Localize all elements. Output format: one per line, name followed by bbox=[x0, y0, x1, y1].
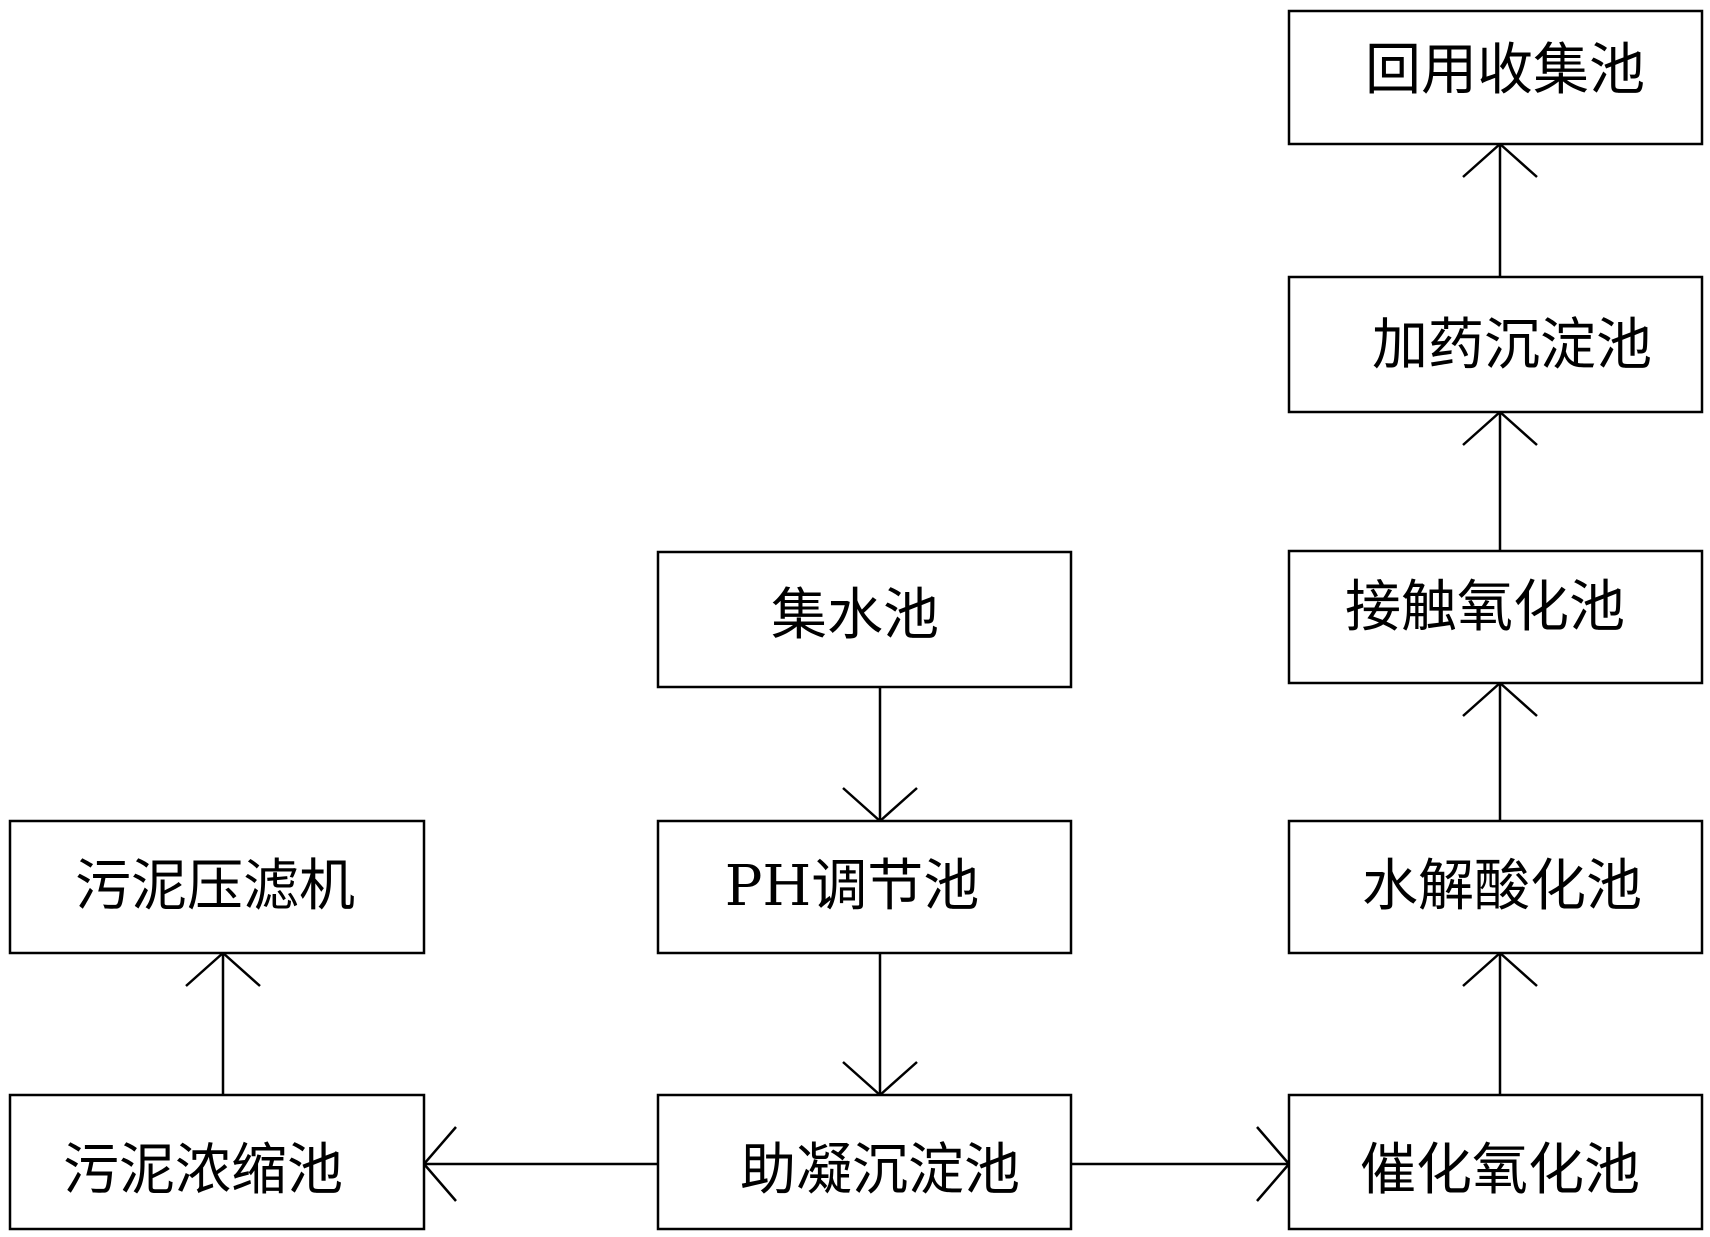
arrow-jiechu-to-jiayao bbox=[1462, 410, 1538, 551]
nodes: 回用收集池 加药沉淀池 接触氧化池 水解酸化池 催化氧化池 集水池 PH调节池 bbox=[8, 9, 1704, 1231]
node-huiyong-shouji-chi: 回用收集池 bbox=[1287, 9, 1704, 146]
node-shuijie-suanhua-chi: 水解酸化池 bbox=[1287, 819, 1704, 955]
node-label: PH调节池 bbox=[725, 854, 980, 919]
node-label: 集水池 bbox=[771, 583, 939, 648]
arrow-cuihua-to-shuijie bbox=[1462, 951, 1538, 1095]
arrow-zhuning-to-cuihua bbox=[1071, 1126, 1291, 1202]
node-label: 水解酸化池 bbox=[1362, 854, 1642, 919]
arrow-zhuning-to-nongsuo bbox=[422, 1126, 658, 1202]
node-label: 污泥压滤机 bbox=[75, 854, 355, 919]
arrow-nongsuo-to-yalvji bbox=[185, 951, 261, 1095]
arrow-jishui-to-ph bbox=[842, 687, 918, 823]
node-label: 接触氧化池 bbox=[1345, 575, 1625, 640]
node-label: 催化氧化池 bbox=[1360, 1138, 1640, 1203]
node-ph-tiaojie-chi: PH调节池 bbox=[656, 819, 1073, 955]
arrow-shuijie-to-jiechu bbox=[1462, 681, 1538, 821]
node-jiechu-yanghua-chi: 接触氧化池 bbox=[1287, 549, 1704, 685]
node-label: 助凝沉淀池 bbox=[740, 1138, 1020, 1203]
node-jishui-chi: 集水池 bbox=[656, 550, 1073, 689]
node-label: 回用收集池 bbox=[1365, 38, 1645, 103]
arrow-ph-to-zhuning bbox=[842, 953, 918, 1097]
node-label: 污泥浓缩池 bbox=[63, 1138, 343, 1203]
node-wuni-yalvji: 污泥压滤机 bbox=[8, 819, 426, 955]
arrow-jiayao-to-huiyong bbox=[1462, 142, 1538, 277]
node-jiayao-chendian-chi: 加药沉淀池 bbox=[1287, 275, 1704, 414]
node-label: 加药沉淀池 bbox=[1372, 313, 1652, 378]
node-zhuning-chendian-chi: 助凝沉淀池 bbox=[656, 1093, 1073, 1231]
node-cuihua-yanghua-chi: 催化氧化池 bbox=[1287, 1093, 1704, 1231]
node-wuni-nongsuo-chi: 污泥浓缩池 bbox=[8, 1093, 426, 1231]
